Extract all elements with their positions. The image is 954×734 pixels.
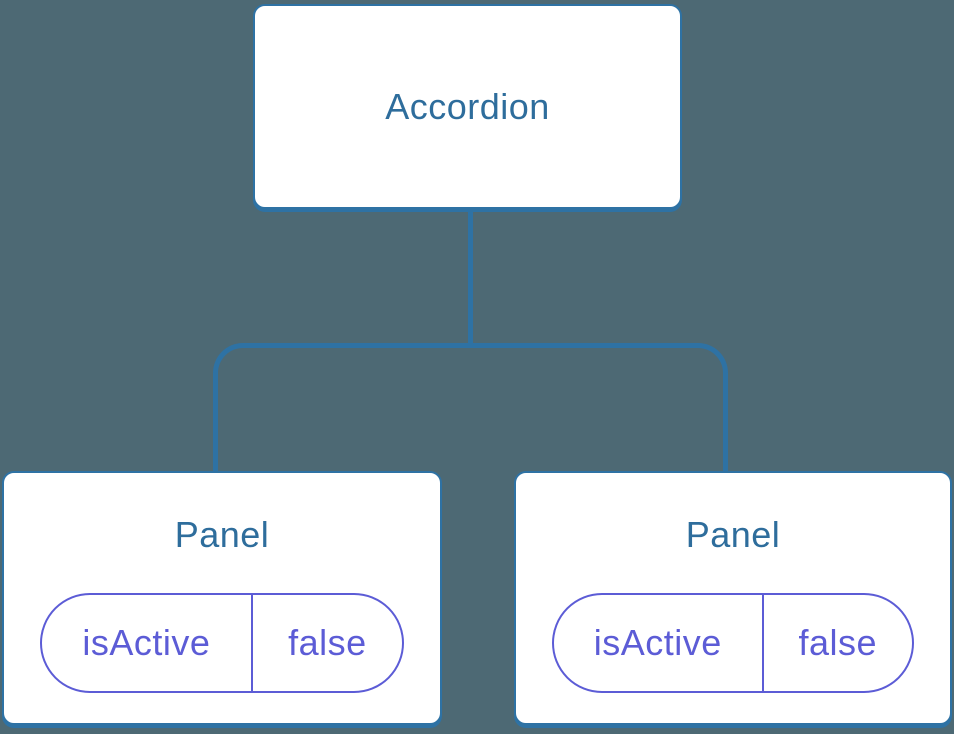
state-pill: isActive false <box>552 593 914 693</box>
trunk-connector <box>468 209 473 345</box>
panel-node-left: Panel isActive false <box>2 471 442 725</box>
state-name: isActive <box>593 622 722 663</box>
state-value: false <box>250 595 402 691</box>
state-pill: isActive false <box>40 593 404 693</box>
panel-title: Panel <box>685 514 781 555</box>
panel-title: Panel <box>174 514 270 555</box>
state-name: isActive <box>82 622 211 663</box>
state-value: false <box>761 595 912 691</box>
accordion-node: Accordion <box>253 4 682 209</box>
branch-connector <box>213 343 728 471</box>
panel-node-right: Panel isActive false <box>514 471 952 725</box>
accordion-node-label: Accordion <box>385 85 550 127</box>
